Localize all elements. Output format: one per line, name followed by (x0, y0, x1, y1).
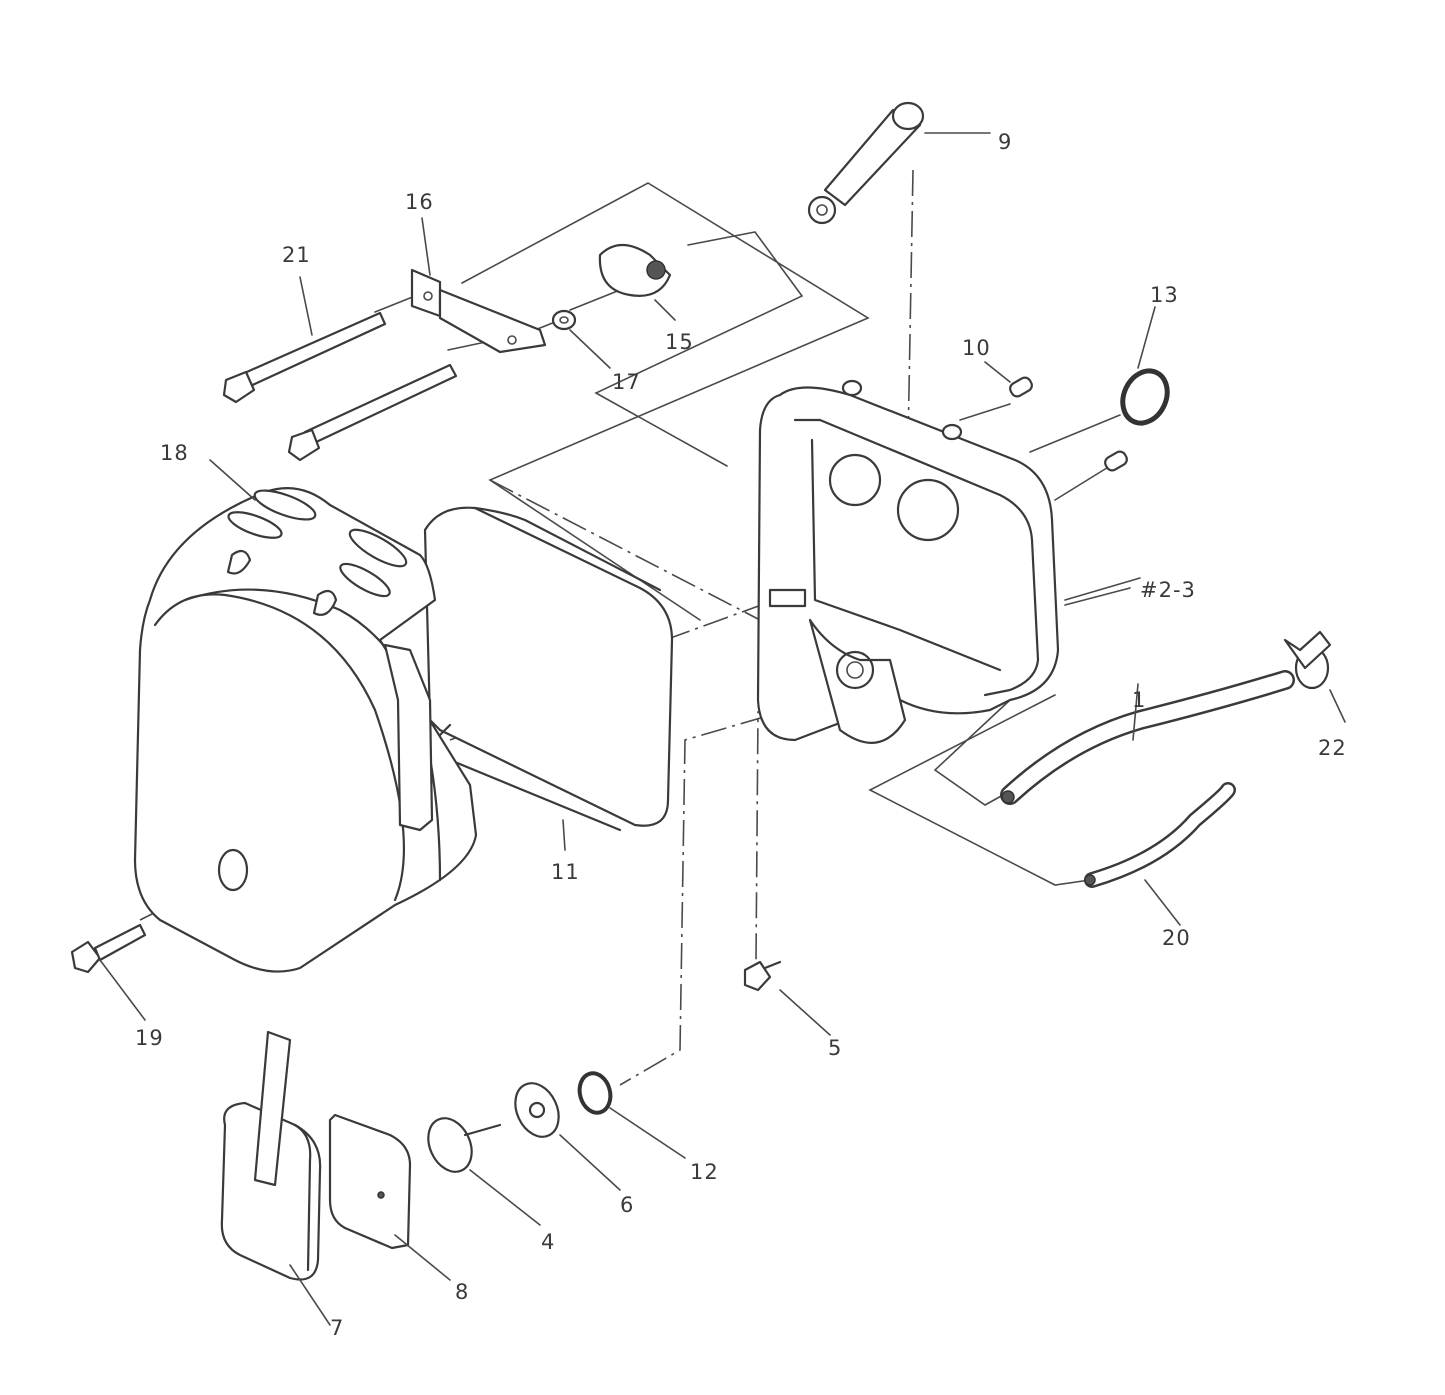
callout-11[interactable]: 11 (551, 860, 580, 884)
part-5-screw[interactable] (743, 960, 782, 992)
part-16-bracket[interactable] (410, 268, 547, 354)
part-9-tool-lever[interactable] (807, 101, 925, 225)
callout-21[interactable]: 21 (282, 243, 311, 267)
callout-17[interactable]: 17 (612, 370, 641, 394)
part-22-hose-clip[interactable] (1283, 630, 1332, 690)
callout-4[interactable]: 4 (541, 1230, 556, 1254)
callout-20[interactable]: 20 (1162, 926, 1191, 950)
callout-16[interactable]: 16 (405, 190, 434, 214)
part-7-primer-cover[interactable] (220, 1030, 322, 1281)
part-17-washer[interactable] (551, 309, 577, 331)
part-8-gasket[interactable] (328, 1113, 412, 1250)
part-21-bolts[interactable] (222, 311, 458, 462)
callout-19[interactable]: 19 (135, 1026, 164, 1050)
part-12-o-ring[interactable] (575, 1070, 614, 1116)
callout-15[interactable]: 15 (665, 330, 694, 354)
part-18-cover[interactable] (133, 485, 478, 973)
callout-2-3[interactable]: #2-3 (1140, 578, 1196, 602)
part-13-o-ring[interactable] (1115, 364, 1176, 431)
part-15-choke-lever[interactable] (598, 243, 672, 297)
callout-8[interactable]: 8 (455, 1280, 470, 1304)
callout-13[interactable]: 13 (1150, 283, 1179, 307)
callout-9[interactable]: 9 (998, 130, 1013, 154)
callout-10[interactable]: 10 (962, 336, 991, 360)
callout-22[interactable]: 22 (1318, 736, 1347, 760)
callout-18[interactable]: 18 (160, 441, 189, 465)
part-19-screw[interactable] (70, 923, 147, 974)
part-2-3-air-cleaner-case[interactable] (756, 379, 1060, 744)
part-1-hose[interactable] (1000, 670, 1295, 805)
callout-1[interactable]: 1 (1132, 688, 1147, 712)
callout-12[interactable]: 12 (690, 1160, 719, 1184)
part-4-valve[interactable] (420, 1111, 502, 1179)
callout-5[interactable]: 5 (828, 1036, 843, 1060)
part-20-hose[interactable] (1084, 782, 1236, 888)
part-10-pins[interactable] (1008, 375, 1129, 472)
callout-6[interactable]: 6 (620, 1193, 635, 1217)
leader-lines (99, 132, 1346, 1326)
callout-7[interactable]: 7 (330, 1316, 345, 1340)
part-6-plate[interactable] (507, 1076, 567, 1144)
